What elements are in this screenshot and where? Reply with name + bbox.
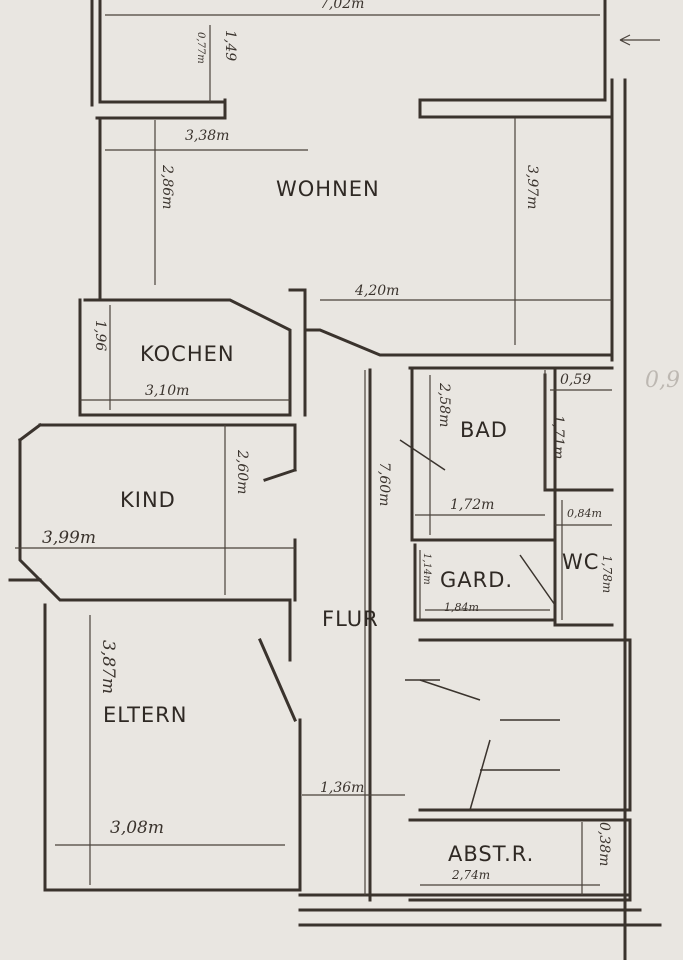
dim-wohnen-width: 3,38m <box>185 128 230 144</box>
dim-bad-side-depth: 1,71m <box>550 415 566 460</box>
dim-kind-width: 3,99m <box>42 528 96 548</box>
room-label-wohnen: WOHNEN <box>276 177 380 201</box>
dim-eltern-width: 3,08m <box>110 818 164 838</box>
room-label-gard: GARD. <box>440 568 514 592</box>
dim-wohnen-width-lower: 4,20m <box>355 283 400 299</box>
dim-kind-depth: 2,60m <box>234 450 250 495</box>
dim-bad-side-width: 0,59 <box>560 372 592 388</box>
dim-flur-length: 7,60m <box>376 462 392 507</box>
walls <box>8 0 662 960</box>
dim-top-depth: 1,49 <box>222 30 238 62</box>
dim-top-width: 7,02m <box>320 0 365 12</box>
dim-abstr-depth: 0,38m <box>596 822 612 867</box>
door-swings <box>399 439 560 811</box>
dim-wohnen-depth-right: 3,97m <box>524 165 540 210</box>
dim-wc-depth: 1,78m <box>600 555 614 594</box>
dim-gard-depth: 1,14m <box>421 553 432 585</box>
dim-flur-width: 1,36m <box>320 780 365 796</box>
room-label-kind: KIND <box>120 488 176 512</box>
dim-gard-width: 1,84m <box>444 601 479 614</box>
room-label-kochen: KOCHEN <box>140 342 235 366</box>
dim-wohnen-depth-left: 2,86m <box>159 165 175 210</box>
dimension-lines <box>15 14 660 895</box>
dim-kochen-depth: 1,96 <box>92 320 108 352</box>
room-label-wc: WC <box>562 550 600 574</box>
dim-kochen-width: 3,10m <box>145 383 190 399</box>
dim-top-depth-alt: 0,77m <box>195 32 206 64</box>
room-label-eltern: ELTERN <box>103 703 188 727</box>
outside-note: 0,9 <box>645 368 680 393</box>
dim-eltern-depth: 3,87m <box>98 640 118 694</box>
dim-wc-width: 0,84m <box>567 507 602 520</box>
dim-bad-depth: 2,58m <box>436 383 452 428</box>
dim-abstr-width: 2,74m <box>452 868 491 882</box>
room-label-bad: BAD <box>460 418 508 442</box>
room-label-abstr: ABST.R. <box>448 842 535 866</box>
room-label-flur: FLUR <box>322 607 379 631</box>
dim-bad-width: 1,72m <box>450 497 495 513</box>
